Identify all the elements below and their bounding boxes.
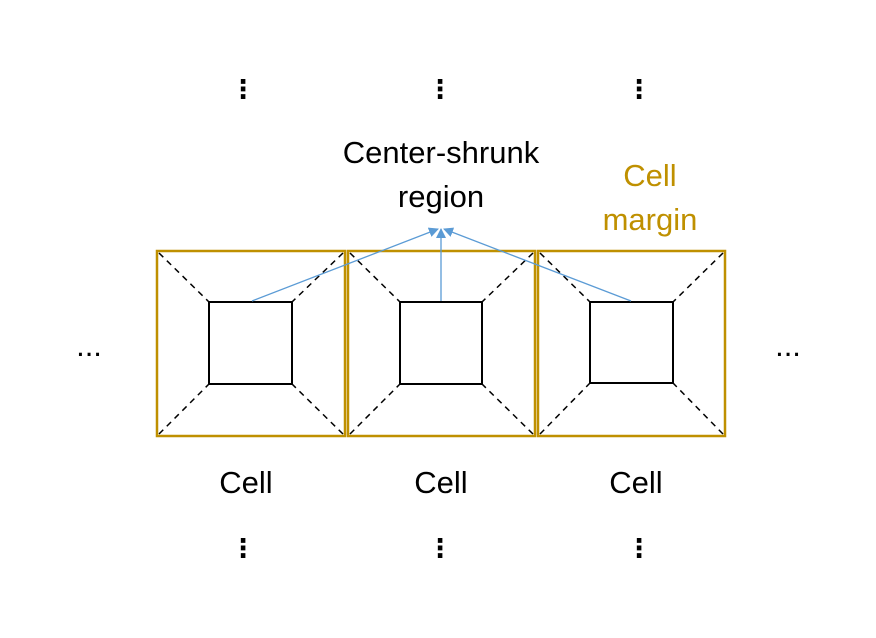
- left-ellipsis: ...: [76, 328, 102, 363]
- bottom-ellipsis-middle: ⋮: [427, 533, 453, 563]
- cell-2-diagonal: [481, 383, 534, 435]
- cell-1-diagonal: [158, 383, 210, 435]
- cell-3-diagonal: [672, 252, 724, 303]
- cell-3-diagonal: [539, 252, 591, 303]
- center-shrunk-label-line2: region: [398, 179, 484, 214]
- cell-2-center-box: [399, 301, 483, 385]
- cell-3-margin-border: [536, 249, 727, 438]
- cell-3-diagonal: [672, 382, 724, 435]
- cell-label-2: Cell: [414, 465, 467, 500]
- bottom-ellipsis-left: ⋮: [230, 533, 256, 563]
- cell-1-diagonal: [158, 252, 210, 303]
- cell-1-diagonal: [291, 252, 344, 303]
- arrow-cell-3-to-region: [443, 227, 632, 302]
- cell-1-margin-border: [155, 249, 347, 438]
- top-ellipsis-right: ⋮: [626, 74, 652, 104]
- cell-1-diagonal: [291, 383, 344, 435]
- cell-3: [536, 249, 727, 438]
- cell-3-center-box: [589, 301, 674, 384]
- cell-margin-label-line2: margin: [603, 202, 698, 237]
- cell-1: [155, 249, 347, 438]
- center-shrunk-label-line1: Center-shrunk: [343, 135, 540, 170]
- cell-margin-label-line1: Cell: [623, 158, 676, 193]
- cell-3-diagonal: [539, 382, 591, 435]
- right-ellipsis: ...: [775, 328, 801, 363]
- top-ellipsis-left: ⋮: [230, 74, 256, 104]
- bottom-ellipsis-right: ⋮: [626, 533, 652, 563]
- top-ellipsis-middle: ⋮: [427, 74, 453, 104]
- cell-label-1: Cell: [219, 465, 272, 500]
- cell-label-3: Cell: [609, 465, 662, 500]
- cell-2-diagonal: [349, 383, 401, 435]
- cell-1-center-box: [208, 301, 293, 385]
- cell-2-diagonal: [349, 252, 401, 303]
- arrow-cell-1-to-region: [251, 227, 439, 302]
- cell-2-diagonal: [481, 252, 534, 303]
